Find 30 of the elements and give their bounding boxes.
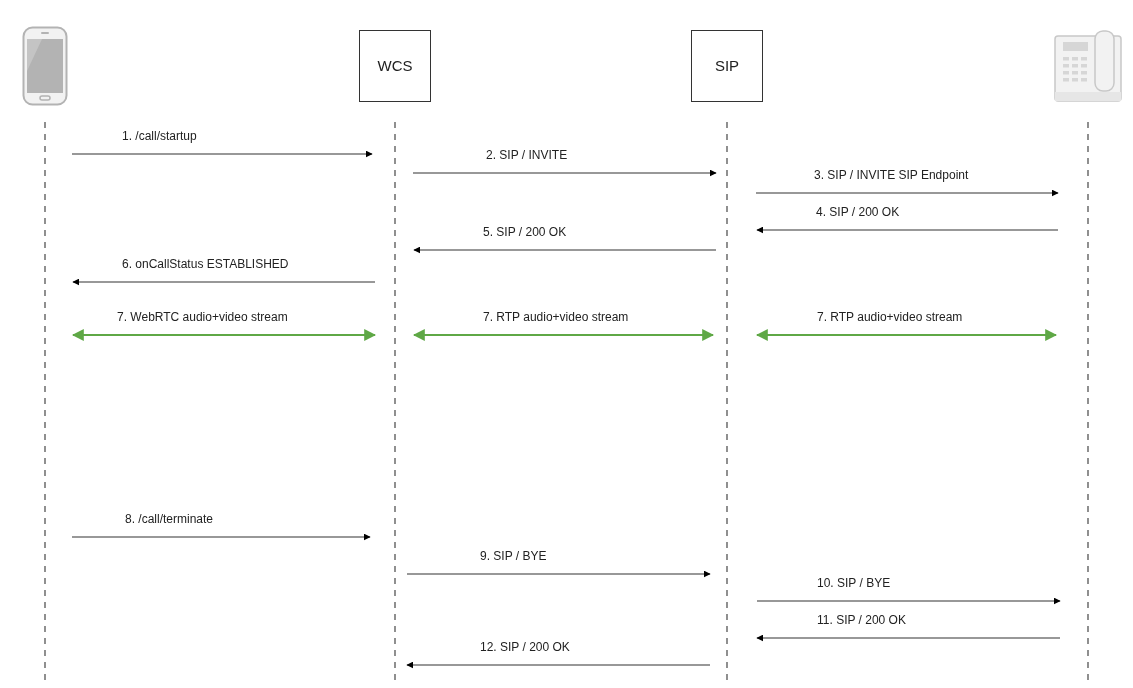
arrow — [755, 329, 1058, 341]
arrow — [755, 189, 1059, 197]
participant-box: SIP — [691, 30, 763, 102]
arrow — [406, 570, 711, 578]
arrow — [413, 246, 717, 254]
arrow — [756, 634, 1061, 642]
arrow — [406, 661, 711, 669]
arrow — [412, 329, 715, 341]
edge-label: 2. SIP / INVITE — [486, 148, 568, 162]
edge-label: 10. SIP / BYE — [817, 576, 891, 590]
arrow — [412, 169, 717, 177]
arrow — [71, 533, 371, 541]
arrow — [756, 597, 1061, 605]
edge-label: 12. SIP / 200 OK — [480, 640, 570, 654]
edge-label: 11. SIP / 200 OK — [817, 613, 906, 627]
edge-label: 6. onCallStatus ESTABLISHED — [122, 257, 289, 271]
edge-label: 9. SIP / BYE — [480, 549, 547, 563]
edge-label: 7. RTP audio+video stream — [483, 310, 629, 324]
edge-label: 7. WebRTC audio+video stream — [117, 310, 288, 324]
participant-box: WCS — [359, 30, 431, 102]
arrow — [71, 150, 373, 158]
arrow — [756, 226, 1059, 234]
edge-label: 5. SIP / 200 OK — [483, 225, 567, 239]
edge-label: 4. SIP / 200 OK — [816, 205, 900, 219]
edge-label: 7. RTP audio+video stream — [817, 310, 963, 324]
edge-label: 1. /call/startup — [122, 129, 197, 143]
arrow — [71, 329, 377, 341]
edge-label: 8. /call/terminate — [125, 512, 214, 526]
edge-label: 3. SIP / INVITE SIP Endpoint — [814, 168, 969, 182]
arrow — [72, 278, 376, 286]
